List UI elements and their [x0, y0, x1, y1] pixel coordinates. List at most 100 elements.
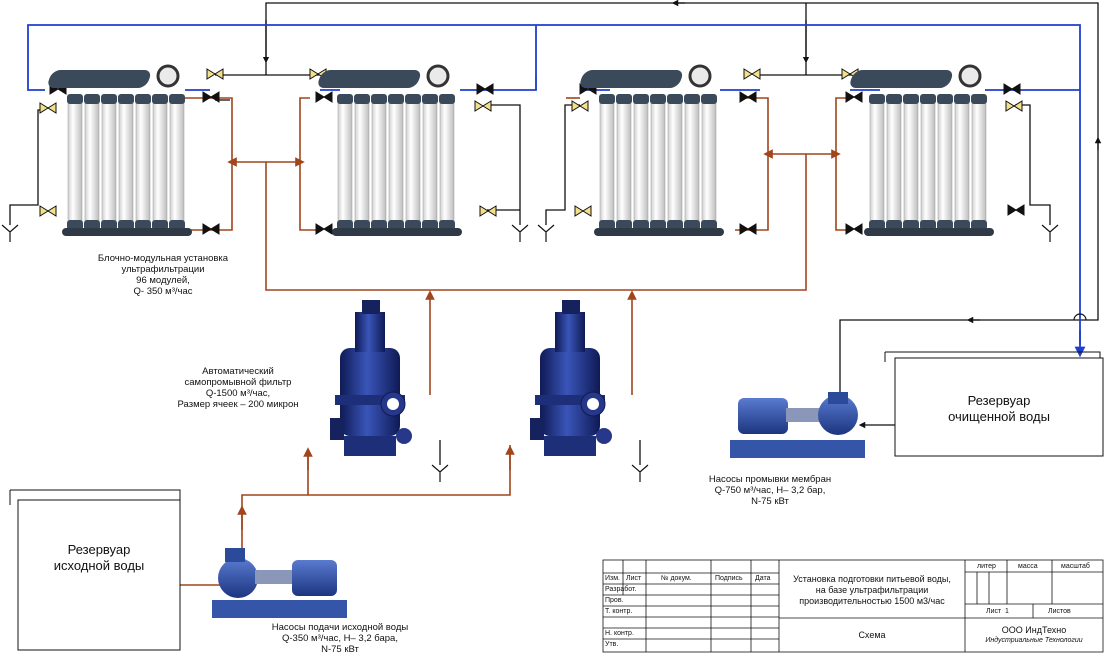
auto-filter-line-1: Автоматический [168, 366, 308, 377]
uf-module [702, 100, 716, 225]
source-tank-label: Резервуар исходной воды [18, 542, 180, 574]
uf-header-flange [158, 66, 178, 86]
stamp-litera: литер [977, 563, 996, 571]
uf-module [153, 100, 167, 225]
uf-header-pipe [848, 70, 955, 88]
uf-module-cap [920, 94, 936, 104]
uf-module [355, 100, 369, 225]
uf-module [406, 100, 420, 225]
feed-pumps-line-3: N-75 кВт [265, 644, 415, 655]
row-prov: Пров. [605, 597, 623, 605]
clean-tank-line-1: Резервуар [895, 393, 1103, 409]
uf-module [600, 100, 614, 225]
stamp-masshtab: масштаб [1061, 563, 1090, 571]
feed-pump [212, 548, 347, 618]
stamp-doc-type: Схема [779, 630, 965, 641]
uf-module-cap [650, 94, 666, 104]
auto-filter-line-4: Размер ячеек – 200 микрон [168, 399, 308, 410]
uf-module-cap [954, 94, 970, 104]
uf-header-pipe [578, 70, 685, 88]
source-tank-line-1: Резервуар [18, 542, 180, 558]
uf-module-cap [371, 94, 387, 104]
uf-unit-label: Блочно-модульная установка ультрафильтра… [78, 253, 248, 297]
feed-pumps-line-1: Насосы подачи исходной воды [265, 622, 415, 633]
uf-unit-1 [46, 66, 192, 236]
uf-module-cap [667, 94, 683, 104]
uf-unit-line-1: Блочно-модульная установка [78, 253, 248, 264]
uf-module-cap [67, 94, 83, 104]
wash-pumps-line-3: N-75 кВт [705, 496, 835, 507]
uf-module-cap [388, 94, 404, 104]
uf-module [423, 100, 437, 225]
uf-module-cap [903, 94, 919, 104]
row-tkontr: Т. контр. [605, 608, 632, 616]
uf-unit-line-3: 96 модулей, [78, 275, 248, 286]
feed-pumps-label: Насосы подачи исходной воды Q-350 м³/час… [265, 622, 415, 655]
uf-module-cap [684, 94, 700, 104]
wash-pumps-label: Насосы промывки мембран Q-750 м³/час, H–… [705, 474, 835, 507]
uf-module-cap [937, 94, 953, 104]
uf-module [389, 100, 403, 225]
feed-pumps-line-2: Q-350 м³/час, H– 3,2 бара, [265, 633, 415, 644]
uf-unit-line-2: ультрафильтрации [78, 264, 248, 275]
uf-module [972, 100, 986, 225]
source-tank-line-2: исходной воды [18, 558, 180, 574]
stamp-sheet: Лист [986, 608, 1001, 616]
col-izm: Изм. [605, 575, 620, 583]
uf-module [119, 100, 133, 225]
uf-header-flange [690, 66, 710, 86]
uf-module [338, 100, 352, 225]
stamp-company-sub: Индустриальные Технологии [965, 637, 1103, 645]
uf-module [68, 100, 82, 225]
stamp-title: Установка подготовки питьевой воды, на б… [779, 574, 965, 607]
uf-unit-2 [316, 66, 462, 236]
clean-tank-label: Резервуар очищенной воды [895, 393, 1103, 425]
uf-module [955, 100, 969, 225]
uf-module [617, 100, 631, 225]
uf-bottom-collector [864, 228, 994, 236]
uf-header-pipe [46, 70, 153, 88]
uf-module-cap [701, 94, 717, 104]
uf-module-cap [169, 94, 185, 104]
uf-unit-3 [578, 66, 724, 236]
uf-module-cap [354, 94, 370, 104]
stamp-title-line-3: производительностью 1500 м3/час [779, 596, 965, 607]
feed-lines [180, 98, 848, 590]
uf-module [372, 100, 386, 225]
uf-module [102, 100, 116, 225]
uf-bottom-collector [594, 228, 724, 236]
uf-module [651, 100, 665, 225]
uf-module-cap [971, 94, 987, 104]
uf-module [440, 100, 454, 225]
uf-module [921, 100, 935, 225]
uf-module-cap [439, 94, 455, 104]
uf-module [887, 100, 901, 225]
stamp-sheets: Листов [1048, 608, 1071, 616]
uf-module-cap [422, 94, 438, 104]
uf-module-cap [118, 94, 134, 104]
col-sign: Подпись [715, 575, 743, 583]
uf-header-pipe [316, 70, 423, 88]
auto-filter-2 [530, 300, 612, 456]
stamp-title-line-2: на базе ультрафильтрации [779, 585, 965, 596]
uf-module-cap [101, 94, 117, 104]
auto-filter-line-3: Q-1500 м³/час, [168, 388, 308, 399]
uf-module [170, 100, 184, 225]
uf-module [870, 100, 884, 225]
uf-module-cap [616, 94, 632, 104]
title-block: Изм. Лист № докум. Подпись Дата Разработ… [603, 560, 1103, 652]
uf-module [85, 100, 99, 225]
uf-module-cap [152, 94, 168, 104]
auto-filter-line-2: самопромывной фильтр [168, 377, 308, 388]
wash-pump [730, 392, 865, 458]
uf-module [938, 100, 952, 225]
row-utv: Утв. [605, 641, 618, 649]
uf-module [136, 100, 150, 225]
uf-module-cap [869, 94, 885, 104]
uf-module [634, 100, 648, 225]
stamp-title-line-1: Установка подготовки питьевой воды, [779, 574, 965, 585]
stamp-massa: масса [1018, 563, 1038, 571]
auto-filter-1 [330, 300, 412, 456]
uf-unit-line-4: Q- 350 м³/час [78, 286, 248, 297]
